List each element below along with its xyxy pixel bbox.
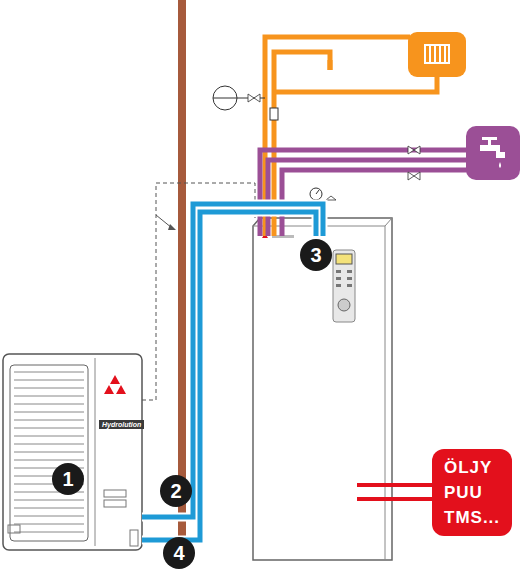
tap-icon: [466, 126, 520, 180]
node-text: 2: [170, 481, 181, 501]
sensor-symbol: [156, 215, 176, 230]
callout-number: 1: [52, 463, 84, 495]
callout-number: 3: [300, 239, 332, 271]
brand-label: Hydrolution: [99, 420, 144, 429]
indoor-unit: [253, 218, 392, 560]
node-text: 3: [310, 245, 321, 265]
refrigerant-pipes: [142, 204, 323, 540]
valve-symbols: [310, 146, 420, 200]
heat-source-box: ÖLJY PUU TMS...: [432, 449, 512, 536]
expansion-vessel: [213, 86, 265, 110]
callout-number: 4: [163, 537, 195, 569]
boiler-pipes: [357, 485, 434, 499]
radiator-icon: [408, 32, 466, 77]
node-text: 1: [62, 469, 73, 489]
node-text: ÖLJY PUU TMS...: [444, 455, 500, 530]
hot-water-pipes: [260, 150, 472, 236]
node-text: 4: [173, 543, 184, 563]
outdoor-unit: [3, 354, 142, 550]
filter-symbol: [270, 108, 278, 120]
callout-number: 2: [160, 475, 192, 507]
